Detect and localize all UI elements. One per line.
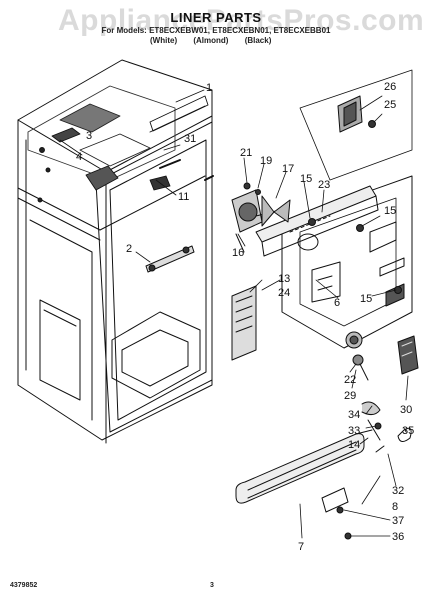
- callout-15-b: 15: [384, 205, 396, 217]
- part-2-bracket: [145, 245, 195, 273]
- watermark: AppliancePartsPros.com: [58, 4, 425, 37]
- callout-11: 11: [178, 191, 189, 203]
- callout-8: 8: [392, 501, 398, 513]
- callouts: 1 2 3 4 6 7 8 11 13 14 15 15 15 16 17 19…: [76, 81, 414, 553]
- callout-2: 2: [126, 243, 132, 255]
- callout-25: 25: [384, 99, 396, 111]
- leader-lines: [59, 89, 409, 539]
- fan-motor-assembly: [231, 182, 291, 253]
- callout-24: 24: [278, 287, 290, 299]
- callout-15-c: 15: [360, 293, 372, 305]
- model-list: For Models: ET8ECXEBW01, ET8ECXEBN01, ET…: [101, 26, 331, 35]
- callout-21: 21: [240, 147, 252, 159]
- part-23-duct: [255, 185, 379, 257]
- callout-32: 32: [392, 485, 404, 497]
- part-22-bulb: [352, 354, 369, 381]
- page-number: 3: [210, 582, 214, 589]
- part-26-bracket: [299, 69, 413, 181]
- part-30-light-shield: [397, 335, 419, 375]
- callout-16: 16: [232, 247, 244, 259]
- color-white: (White): [150, 36, 178, 45]
- document-number: 4379852: [10, 582, 38, 589]
- callout-1: 1: [206, 82, 212, 94]
- callout-15-a: 15: [300, 173, 312, 185]
- heater-clips: [321, 401, 412, 540]
- callout-13: 13: [278, 273, 290, 285]
- callout-26: 26: [384, 81, 396, 93]
- color-black: (Black): [244, 36, 272, 45]
- callout-34: 34: [348, 409, 360, 421]
- callout-33: 33: [348, 425, 360, 437]
- callout-36: 36: [392, 531, 404, 543]
- callout-7: 7: [298, 541, 304, 553]
- light-socket: [308, 218, 402, 349]
- callout-35: 35: [402, 425, 414, 437]
- callout-19: 19: [260, 155, 272, 167]
- callout-14: 14: [348, 439, 360, 451]
- color-almond: (Almond): [193, 36, 229, 45]
- control-housing: [281, 175, 413, 349]
- callout-22: 22: [344, 374, 356, 386]
- callout-31: 31: [184, 133, 196, 145]
- callout-4: 4: [76, 151, 82, 163]
- color-list: (White) (Almond) (Black): [150, 36, 285, 45]
- diagram-title: LINER PARTS: [170, 10, 262, 25]
- callout-6: 6: [334, 297, 340, 309]
- callout-17: 17: [282, 163, 294, 175]
- callout-3: 3: [86, 130, 92, 142]
- liner-shell: [17, 59, 213, 444]
- defrost-heater: [235, 429, 373, 504]
- callout-23: 23: [318, 179, 330, 191]
- callout-37: 37: [392, 515, 404, 527]
- freezer-details: [27, 85, 214, 203]
- callout-30: 30: [400, 404, 412, 416]
- part-13-cover: [231, 285, 257, 361]
- callout-29: 29: [344, 390, 356, 402]
